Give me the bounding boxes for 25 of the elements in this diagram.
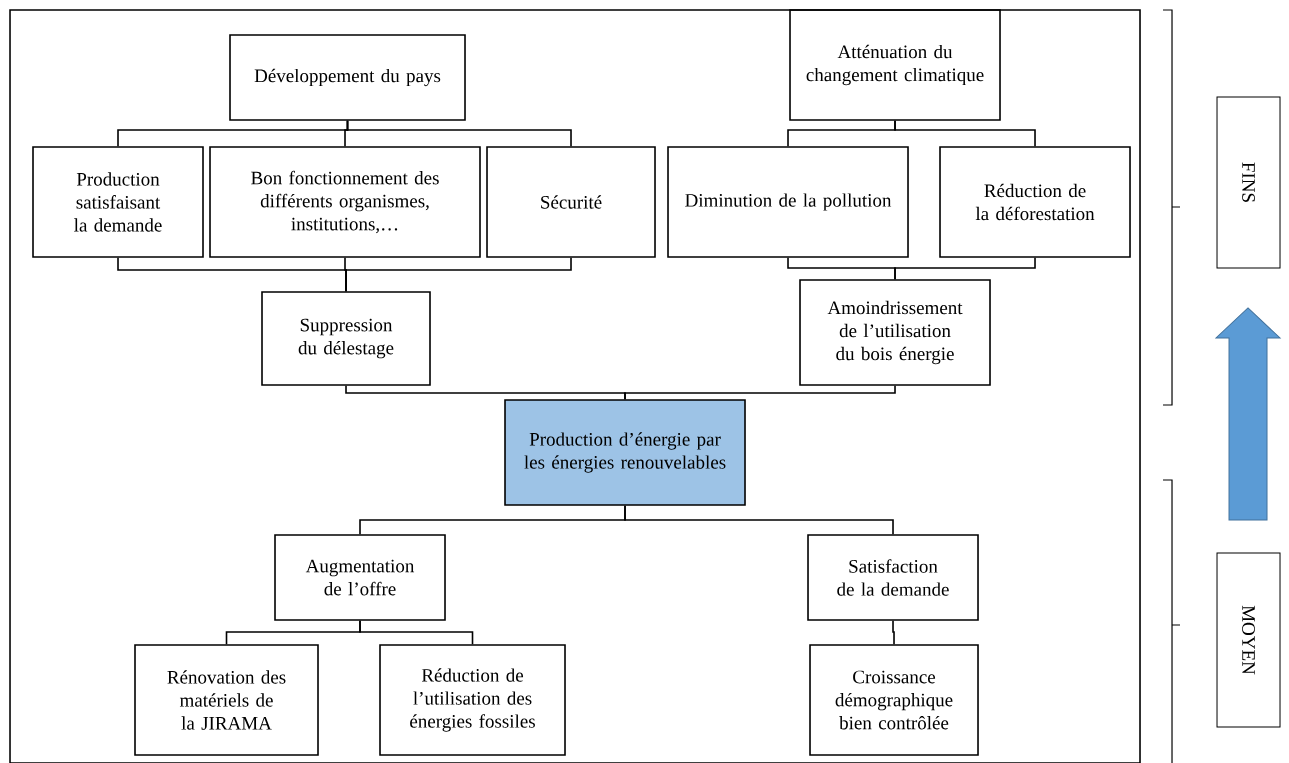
- connector: [359, 620, 474, 645]
- goal-box: Développement du pays: [229, 34, 466, 121]
- goal-box: Bon fonctionnement des différents organismes, institutions,…: [209, 146, 481, 258]
- goal-box: Suppression du délestage: [261, 291, 431, 386]
- goal-box: Croissance démographique bien contrôlée: [809, 644, 979, 756]
- connector: [892, 620, 895, 645]
- goal-box: Réduction de l’utilisation des énergies fossiles: [379, 644, 566, 756]
- goal-box: Sécurité: [486, 146, 656, 258]
- connector: [894, 120, 1036, 147]
- goal-box: Réduction de la déforestation: [939, 146, 1131, 258]
- goal-box: Diminution de la pollution: [667, 146, 909, 258]
- goal-box: Production d’énergie par les énergies renouvelables: [504, 399, 746, 506]
- goal-box: Satisfaction de la demande: [807, 534, 979, 621]
- label-box: FINS: [1216, 96, 1281, 269]
- goal-box: Augmentation de l’offre: [274, 534, 446, 621]
- goal-box: Rénovation des matériels de la JIRAMA: [134, 644, 319, 756]
- connector: [345, 257, 572, 292]
- label-box: MOYEN: [1216, 552, 1281, 728]
- goal-box: Amoindrissement de l’utilisation du bois énergie: [799, 279, 991, 386]
- goal-box: Production satisfaisant la demande: [32, 146, 204, 258]
- connector: [624, 385, 896, 400]
- connector: [346, 120, 572, 147]
- connector: [624, 505, 894, 535]
- goal-box: Atténuation du changement climatique: [789, 9, 1001, 121]
- connector: [894, 257, 1036, 280]
